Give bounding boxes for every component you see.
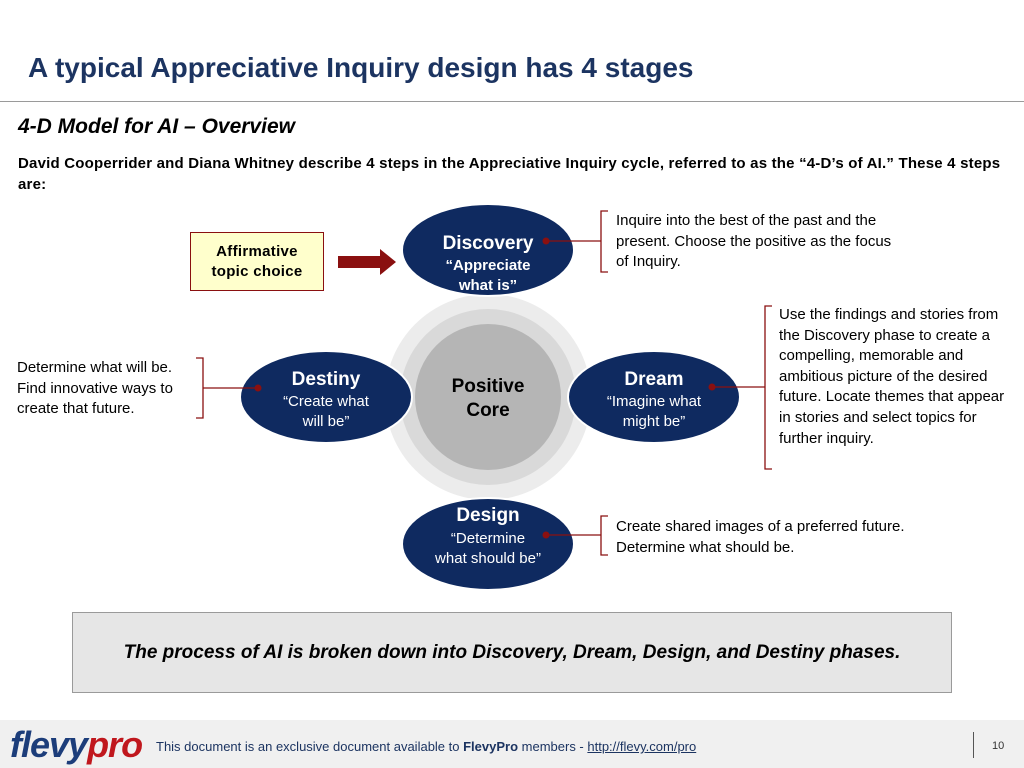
footer-text-middle: members - bbox=[518, 739, 588, 754]
destiny-connector-dot bbox=[254, 384, 262, 392]
discovery-quote-line1: “Appreciate bbox=[445, 257, 530, 274]
core-label-line2: Core bbox=[466, 400, 509, 421]
footer-text-before: This document is an exclusive document a… bbox=[156, 739, 464, 754]
footer-separator bbox=[973, 732, 974, 758]
core-label-line1: Positive bbox=[452, 376, 525, 397]
affirmative-arrow bbox=[338, 249, 396, 275]
logo-part1: flevy bbox=[10, 724, 88, 765]
destiny-quote-line2: will be” bbox=[302, 413, 350, 430]
core-circle bbox=[415, 324, 561, 470]
section-subtitle: 4-D Model for AI – Overview bbox=[18, 115, 295, 138]
design-quote-line1: “Determine bbox=[451, 530, 525, 547]
page-title: A typical Appreciative Inquiry design ha… bbox=[28, 52, 694, 83]
design-connector-dot bbox=[542, 531, 550, 539]
design-name: Design bbox=[456, 505, 519, 526]
page-number: 10 bbox=[992, 740, 1005, 752]
design-note-bracket bbox=[600, 515, 608, 556]
discovery-note-bracket bbox=[600, 210, 608, 273]
logo-part2: pro bbox=[87, 724, 143, 765]
affirmative-topic-box: Affirmative topic choice bbox=[190, 232, 324, 291]
dream-quote-line2: might be” bbox=[623, 413, 686, 430]
footer-text: This document is an exclusive document a… bbox=[156, 739, 696, 754]
destiny-note: Determine what will be. Find innovative … bbox=[17, 359, 173, 418]
dream-note-bracket bbox=[764, 305, 772, 470]
discovery-connector-dot bbox=[542, 237, 550, 245]
intro-text: David Cooperrider and Diana Whitney desc… bbox=[18, 155, 1001, 193]
destiny-quote-line1: “Create what bbox=[283, 393, 370, 410]
title-divider bbox=[0, 101, 1024, 102]
footer-brand: FlevyPro bbox=[463, 739, 519, 754]
footer-link[interactable]: http://flevy.com/pro bbox=[587, 739, 697, 754]
dream-note: Use the findings and stories from the Di… bbox=[779, 306, 1005, 447]
discovery-oval bbox=[401, 203, 575, 297]
design-note: Create shared images of a preferred futu… bbox=[616, 518, 905, 556]
discovery-note: Inquire into the best of the past and th… bbox=[616, 212, 892, 271]
dream-oval bbox=[567, 350, 741, 444]
affirmative-line2: topic choice bbox=[211, 262, 303, 280]
design-oval bbox=[401, 497, 575, 591]
summary-text: The process of AI is broken down into Di… bbox=[123, 641, 901, 663]
affirmative-line1: Affirmative bbox=[216, 242, 298, 260]
discovery-name: Discovery bbox=[443, 233, 534, 254]
destiny-note-bracket bbox=[196, 357, 204, 419]
discovery-quote-line2: what is” bbox=[458, 277, 517, 294]
dream-connector-dot bbox=[708, 383, 716, 391]
design-quote-line2: what should be” bbox=[434, 550, 541, 567]
footer-bar bbox=[0, 720, 1024, 768]
destiny-oval bbox=[239, 350, 413, 444]
dream-quote-line1: “Imagine what bbox=[607, 393, 702, 410]
summary-box: The process of AI is broken down into Di… bbox=[72, 612, 952, 693]
flevypro-logo: flevypro bbox=[10, 724, 143, 766]
dream-name: Dream bbox=[624, 369, 683, 390]
destiny-name: Destiny bbox=[292, 369, 361, 390]
